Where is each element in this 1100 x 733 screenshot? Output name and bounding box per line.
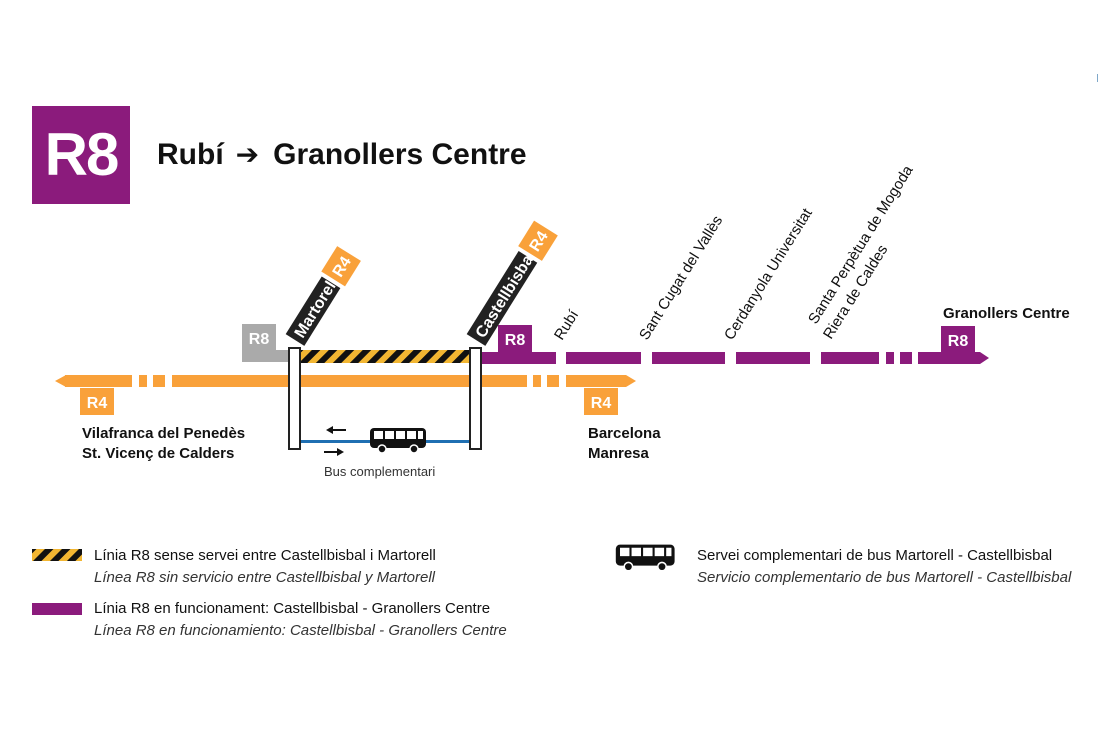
r4-chip-west-text: R4 [87,395,108,412]
legend-no-service: Línia R8 sense servei entre Castellbisba… [94,545,436,589]
legend-no-service-es: Línea R8 sin servicio entre Castellbisba… [94,569,435,586]
bus-direction-arrows [324,426,346,456]
legend-in-service: Línia R8 en funcionament: Castellbisbal … [94,598,507,642]
right-arrow-icon: ➔ [235,139,260,170]
sant-cugat-station-label: Sant Cugat del Vallès [636,213,726,343]
cerdanyola-station-label: Cerdanyola Universitat [721,205,816,343]
r4-line [55,375,636,387]
dest-manresa: Manresa [588,445,650,462]
martorell-station-bar [288,347,301,450]
r8-no-service-segment [300,350,470,363]
legend-in-service-ca: Línia R8 en funcionament: Castellbisbal … [94,600,491,617]
r8-chip-martorell-text: R8 [249,331,270,348]
line-r8-badge: R8 [32,106,130,204]
legend-hatch-swatch [32,549,82,561]
bus-icon [369,427,427,454]
santa-perpetua-label-line1: Santa Perpètua de Mogoda [805,162,917,327]
r8-inactive-segment [242,350,294,362]
r4-chip-west [80,388,114,415]
r8-chip-castellbisbal [498,325,532,352]
legend-in-service-es: Línea R8 en funcionamiento: Castellbisba… [94,622,507,639]
edge-mark [1097,74,1098,82]
dest-barcelona: Barcelona [588,425,661,442]
bus-complementari-label: Bus complementari [324,464,435,479]
legend-no-service-ca: Línia R8 sense servei entre Castellbisba… [94,547,436,564]
dest-st-vicenc: St. Vicenç de Calders [82,445,234,462]
r4-chip-east [584,388,618,415]
martorell-station-label: Martorell R4 [285,246,361,346]
castellbisbal-station-bar [469,347,482,450]
r4-chip-east-text: R4 [591,395,612,412]
rubi-station-label: Rubí [551,307,583,344]
route-destination: Granollers Centre [273,138,527,171]
granollers-station-label: Granollers Centre [943,305,1070,322]
legend-purple-swatch [32,603,82,615]
legend-bus: Servei complementari de bus Martorell - … [697,545,1071,589]
r8-chip-granollers [941,326,975,353]
legend-bus-ca: Servei complementari de bus Martorell - … [697,547,1053,564]
legend-bus-icon [615,543,676,572]
dest-vilafranca: Vilafranca del Penedès [82,425,245,442]
route-origin: Rubí [157,138,224,171]
r8-chip-castellbisbal-text: R8 [505,332,526,349]
r8-line [482,352,989,364]
route-title: Rubí ➔ Granollers Centre [157,138,527,172]
legend-bus-es: Servicio complementario de bus Martorell… [697,569,1072,586]
r8-chip-granollers-text: R8 [948,333,969,350]
r8-chip-martorell [242,324,276,351]
